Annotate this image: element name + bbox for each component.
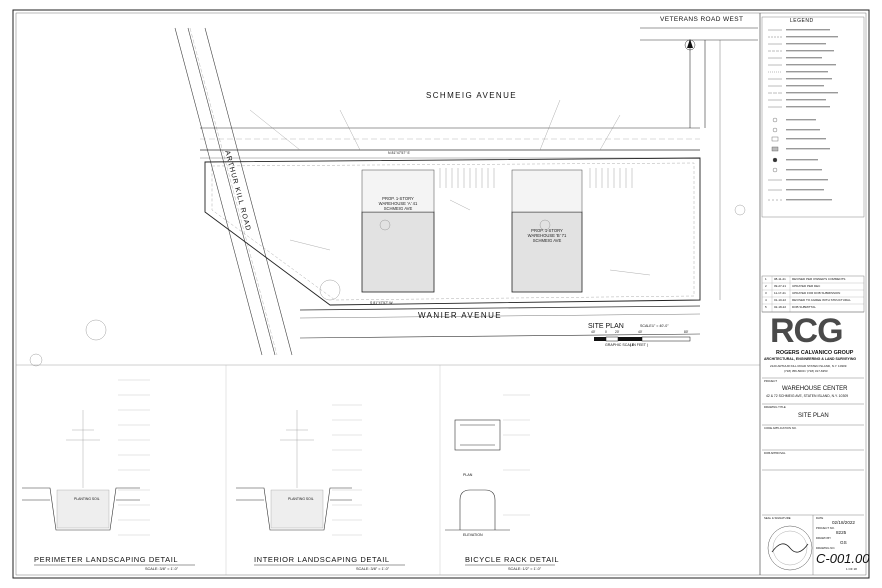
sheet-number: C-001.00	[816, 551, 870, 566]
project-no-label: PROJECT NO.	[816, 526, 835, 530]
scale-tick: 40'	[591, 330, 596, 334]
revision-desc: REVISED TO AGREE WITH STRUCTURAL	[792, 298, 851, 302]
bicycle-plan-label: PLAN	[463, 473, 473, 477]
boundary-bearing-top: N 81°47'57" E	[388, 151, 410, 155]
revision-desc: UPDATED FOR DOB SUBMISSION	[792, 291, 841, 295]
scale-tick: 40'	[638, 330, 643, 334]
seal-label: SEAL & SIGNATURE	[764, 516, 791, 520]
bicycle-detail-scale: SCALE: 1/2" = 1'-0"	[508, 567, 542, 571]
perimeter-detail-title: PERIMETER LANDSCAPING DETAIL	[34, 555, 179, 564]
company-logo: RCG	[770, 312, 844, 350]
street-label-wanier: WANIER AVENUE	[418, 311, 502, 320]
sheet-no-label: DRAWING NO.	[816, 546, 836, 550]
revision-no: 4	[765, 298, 767, 302]
sheet-of: 1 OF 18	[846, 567, 857, 571]
revision-date: 08-11-21	[774, 277, 786, 281]
company-name: ROGERS CALVANICO GROUP	[776, 350, 854, 356]
company-address: 2120 ARTHUR KILL ROAD STATEN ISLAND, N.Y…	[770, 364, 847, 368]
drawing-title-label: DRAWING TITLE	[764, 405, 786, 409]
revision-no: 3	[765, 291, 767, 295]
drawn-by-value: GS	[840, 540, 847, 545]
project-name: WAREHOUSE CENTER	[782, 386, 848, 392]
scale-tick: 80'	[684, 330, 689, 334]
revision-desc: REVISED PER OWNER'S COMMENTS	[792, 277, 846, 281]
company-subtitle: ARCHITECTURAL, ENGINEERING & LAND SURVEY…	[764, 357, 857, 361]
revision-desc: DOB SUBMITTAL	[792, 305, 816, 309]
scale-tick: 20'	[615, 330, 620, 334]
project-address: 42 & 72 SCHMEIG AVE, STATEN ISLAND, N.Y.…	[766, 394, 849, 398]
drawn-by-label: DRAWN BY	[816, 536, 831, 540]
date-value: 02/18/2022	[832, 520, 855, 525]
bicycle-elevation-label: ELEVATION	[463, 533, 483, 537]
revision-no: 1	[765, 277, 767, 281]
bicycle-detail-title: BICYCLE RACK DETAIL	[465, 555, 560, 564]
site-plan-title: SITE PLAN	[588, 323, 624, 330]
planting-soil-label-interior: PLANTING SOIL	[288, 497, 314, 501]
scale-tick: 0	[605, 330, 607, 334]
revision-no: 2	[765, 284, 767, 288]
revision-date: 02-18-22	[774, 305, 787, 309]
building-a-label: PROP. 1-STORY WAREHOUSE 'A' 41 SCHMEIG A…	[378, 196, 418, 211]
graphic-scale-units: ( IN FEET )	[630, 343, 649, 347]
project-no-value: 8225	[836, 530, 847, 535]
revision-no: 5	[765, 305, 767, 309]
interior-detail-scale: SCALE: 3/8" = 1'-0"	[356, 567, 390, 571]
site-plan-scale-value: 1" = 40'-0"	[652, 324, 669, 328]
revision-date: 11-17-21	[774, 291, 786, 295]
graphic-scale-caption: GRAPHIC SCALE	[605, 343, 635, 347]
revision-date: 09-27-21	[774, 284, 787, 288]
planting-soil-label: PLANTING SOIL	[74, 497, 100, 501]
street-label-veterans: VETERANS ROAD WEST	[660, 16, 744, 23]
interior-detail-title: INTERIOR LANDSCAPING DETAIL	[254, 555, 390, 564]
project-label: PROJECT	[764, 379, 778, 383]
boundary-bearing-bottom: S 81°47'57" W	[370, 301, 393, 305]
date-label: DATE	[816, 516, 824, 520]
revision-desc: UPDATED PER DEC	[792, 284, 821, 288]
street-label-schmeig: SCHMEIG AVENUE	[426, 91, 518, 100]
drawing-title: SITE PLAN	[798, 413, 829, 419]
perimeter-detail-scale: SCALE: 3/8" = 1'-0"	[145, 567, 179, 571]
legend-title: LEGEND	[790, 18, 814, 24]
revision-date: 01-10-22	[774, 298, 787, 302]
company-phone: (718) 356-5000 / (718) 317-6353	[784, 369, 828, 373]
dob-approval-label: DOB APPROVAL	[764, 451, 786, 455]
building-b-label: PROP. 1-STORY WAREHOUSE 'B' 71 SCHMEIG A…	[527, 228, 567, 243]
site-plan-scale-prefix: SCALE:	[640, 324, 653, 328]
code-application-label: CODE APPLICATION NO.	[764, 426, 797, 430]
